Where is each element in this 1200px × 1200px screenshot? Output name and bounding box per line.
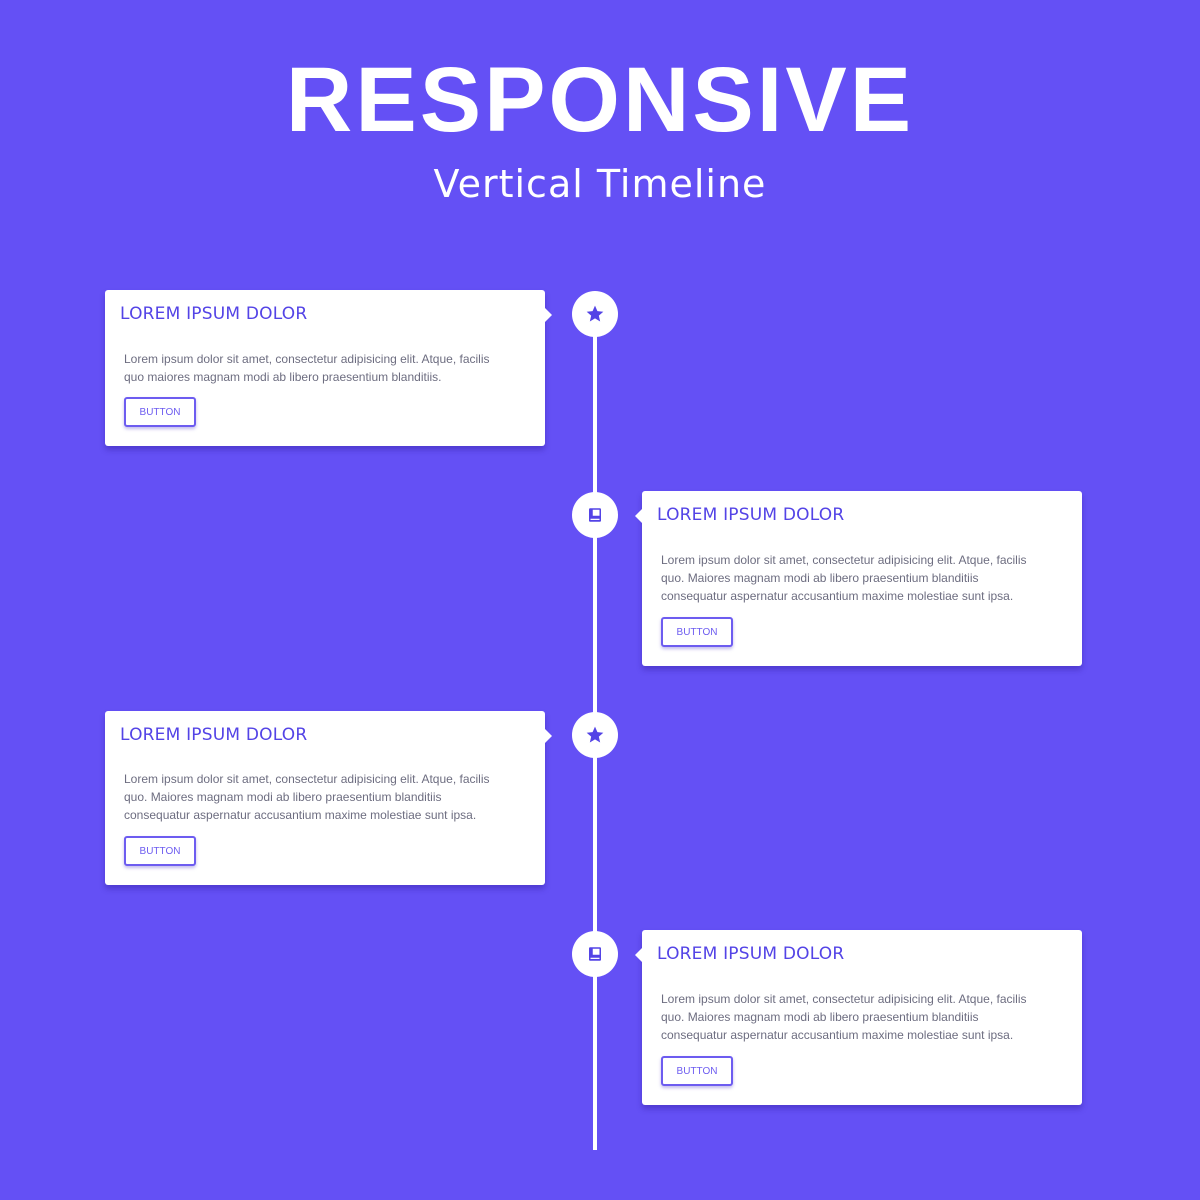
card-body-line: quo. Maiores magnam modi ab libero praes…	[661, 571, 979, 585]
book-icon	[589, 947, 601, 961]
timeline-card-4: LOREM IPSUM DOLOR Lorem ipsum dolor sit …	[635, 930, 1082, 1105]
card-body-line: quo maiores magnam modi ab libero praese…	[124, 370, 442, 384]
card-title: LOREM IPSUM DOLOR	[657, 505, 845, 525]
card-title: LOREM IPSUM DOLOR	[120, 304, 308, 324]
card-body-line: consequatur aspernatur accusantium maxim…	[661, 589, 1014, 603]
card-button[interactable]: BUTTON	[661, 1056, 733, 1086]
timeline-marker-4	[572, 931, 618, 977]
card-body-line: consequatur aspernatur accusantium maxim…	[124, 808, 477, 822]
card-body-line: Lorem ipsum dolor sit amet, consectetur …	[661, 992, 1027, 1006]
card-button[interactable]: BUTTON	[661, 617, 733, 647]
card-body-line: quo. Maiores magnam modi ab libero praes…	[124, 790, 442, 804]
timeline-card-2: LOREM IPSUM DOLOR Lorem ipsum dolor sit …	[635, 491, 1082, 666]
card-body-line: Lorem ipsum dolor sit amet, consectetur …	[124, 352, 490, 366]
card-body: Lorem ipsum dolor sit amet, consectetur …	[124, 770, 524, 824]
star-icon	[586, 726, 604, 743]
card-body-line: Lorem ipsum dolor sit amet, consectetur …	[661, 553, 1027, 567]
card-body-line: Lorem ipsum dolor sit amet, consectetur …	[124, 772, 490, 786]
card-body: Lorem ipsum dolor sit amet, consectetur …	[661, 990, 1061, 1044]
timeline-card-3: LOREM IPSUM DOLOR Lorem ipsum dolor sit …	[105, 711, 552, 885]
book-icon	[589, 508, 601, 522]
card-body-line: consequatur aspernatur accusantium maxim…	[661, 1028, 1014, 1042]
timeline-marker-1	[572, 291, 618, 337]
card-body-line: quo. Maiores magnam modi ab libero praes…	[661, 1010, 979, 1024]
timeline-marker-2	[572, 492, 618, 538]
page-subtitle: Vertical Timeline	[433, 162, 767, 206]
card-title: LOREM IPSUM DOLOR	[120, 725, 308, 745]
timeline-card-1: LOREM IPSUM DOLOR Lorem ipsum dolor sit …	[105, 290, 552, 446]
card-button[interactable]: BUTTON	[124, 836, 196, 866]
page-title: RESPONSIVE	[285, 49, 915, 151]
card-title: LOREM IPSUM DOLOR	[657, 944, 845, 964]
star-icon	[586, 305, 604, 322]
card-body: Lorem ipsum dolor sit amet, consectetur …	[124, 350, 524, 386]
card-button[interactable]: BUTTON	[124, 397, 196, 427]
timeline-marker-3	[572, 712, 618, 758]
card-body: Lorem ipsum dolor sit amet, consectetur …	[661, 551, 1061, 605]
